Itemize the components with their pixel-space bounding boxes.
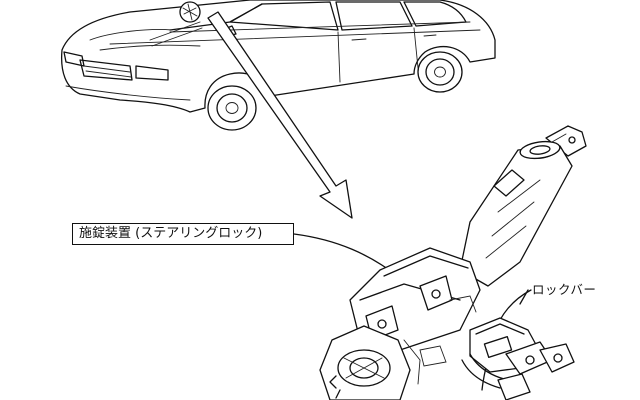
large-down-arrow: [207, 11, 353, 219]
detail-magnifier-circle: [179, 1, 201, 23]
sedan-car-illustration: [60, 0, 496, 131]
steering-lock-assembly: [319, 140, 575, 400]
steering-lock-label: 施錠装置 (ステアリングロック): [72, 223, 294, 245]
lock-bar-label: ロックバー: [532, 282, 597, 297]
